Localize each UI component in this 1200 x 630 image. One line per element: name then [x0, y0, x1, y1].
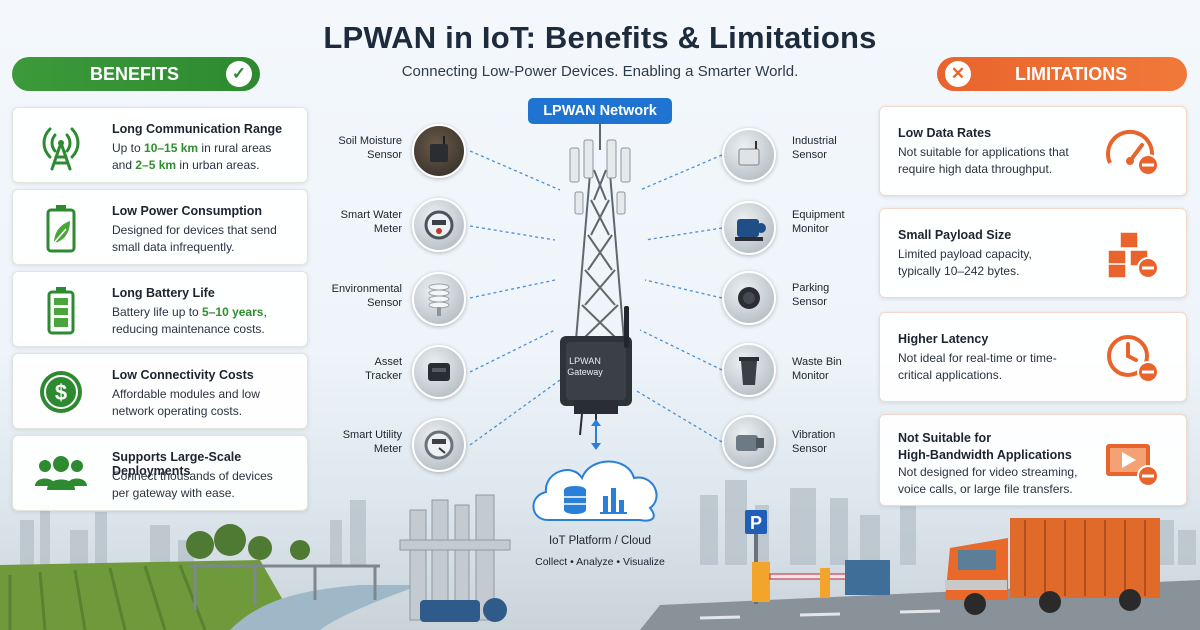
benefit-title: Low Connectivity Costs	[112, 368, 254, 382]
boxes-minus-icon	[1104, 226, 1160, 282]
cloud-platform-subtitle: Collect • Analyze • Visualize	[535, 556, 665, 568]
benefit-description: Connect thousands of devices per gateway…	[112, 469, 273, 500]
environmental-sensor-icon	[412, 272, 466, 326]
benefit-card-scale: Supports Large-Scale Deployments Connect…	[12, 435, 308, 511]
benefit-description: Up to 10–15 km in rural areas and 2–5 km…	[112, 141, 272, 172]
benefit-card-cost: $ Low Connectivity Costs Affordable modu…	[12, 353, 308, 429]
dollar-coin-icon: $	[33, 364, 89, 420]
limitation-description: Limited payload capacity, typically 10–2…	[898, 247, 1032, 278]
vibration-sensor-icon	[722, 415, 776, 469]
waste-bin-icon	[722, 343, 776, 397]
limitation-description: Not suitable for applications that requi…	[898, 145, 1069, 176]
limitation-title: Higher Latency	[898, 332, 989, 346]
water-meter-icon	[412, 198, 466, 252]
svg-text:P: P	[750, 513, 762, 533]
checkmark-icon: ✓	[226, 61, 252, 87]
cell-tower-icon	[33, 118, 89, 174]
range-rural-value: 10–15 km	[144, 141, 199, 155]
benefit-description: Designed for devices that send small dat…	[112, 223, 277, 254]
cloud-platform-title: IoT Platform / Cloud	[548, 535, 652, 547]
industrial-sensor-icon	[722, 128, 776, 182]
equipment-monitor-icon	[722, 201, 776, 255]
limitation-title: Low Data Rates	[898, 126, 992, 140]
lpwan-network-badge: LPWAN Network	[528, 98, 672, 124]
benefit-title: Low Power Consumption	[112, 204, 262, 218]
battery-leaf-icon	[33, 200, 89, 256]
benefit-description: Battery life up to 5–10 years, reducing …	[112, 305, 267, 336]
asset-tracker-icon	[412, 345, 466, 399]
limitation-card-latency: Higher Latency Not ideal for real-time o…	[879, 312, 1187, 402]
parking-sensor-icon	[722, 271, 776, 325]
battery-life-value: 5–10 years	[202, 305, 264, 319]
benefit-title: Long Battery Life	[112, 286, 215, 300]
limitation-title: Small Payload Size	[898, 228, 1012, 242]
soil-sensor-icon	[412, 124, 466, 178]
benefit-card-range: Long Communication Range Up to 10–15 km …	[12, 107, 308, 183]
benefit-card-battery: Long Battery Life Battery life up to 5–1…	[12, 271, 308, 347]
limitations-header-label: LIMITATIONS	[1015, 63, 1128, 84]
limitation-description: Not ideal for real-time or time-critical…	[898, 351, 1057, 382]
limitation-card-data-rates: Low Data Rates Not suitable for applicat…	[879, 106, 1187, 196]
benefit-title: Long Communication Range	[112, 122, 283, 136]
utility-meter-icon	[412, 418, 466, 472]
limitation-description: Not designed for video streaming, voice …	[898, 465, 1078, 496]
benefit-title: Supports Large-Scale Deployments	[112, 450, 242, 478]
benefit-description: Affordable modules and low network opera…	[112, 387, 260, 418]
clock-minus-icon	[1104, 330, 1160, 386]
range-urban-value: 2–5 km	[135, 158, 177, 172]
x-circle-icon: ✕	[945, 61, 971, 87]
full-battery-icon	[33, 282, 89, 338]
benefits-header-label: BENEFITS	[90, 63, 180, 84]
limitations-header: ✕ LIMITATIONS	[937, 57, 1187, 91]
limitation-card-payload: Small Payload Size Limited payload capac…	[879, 208, 1187, 298]
benefits-header: BENEFITS ✓	[12, 57, 260, 91]
video-minus-icon	[1104, 435, 1160, 491]
page-subtitle: Connecting Low-Power Devices. Enabling a…	[401, 63, 799, 80]
page-title: LPWAN in IoT: Benefits & Limitations	[323, 20, 877, 55]
benefit-card-power: Low Power Consumption Designed for devic…	[12, 189, 308, 265]
speedometer-minus-icon	[1104, 124, 1160, 180]
svg-text:$: $	[55, 380, 67, 405]
people-group-icon	[33, 446, 89, 502]
